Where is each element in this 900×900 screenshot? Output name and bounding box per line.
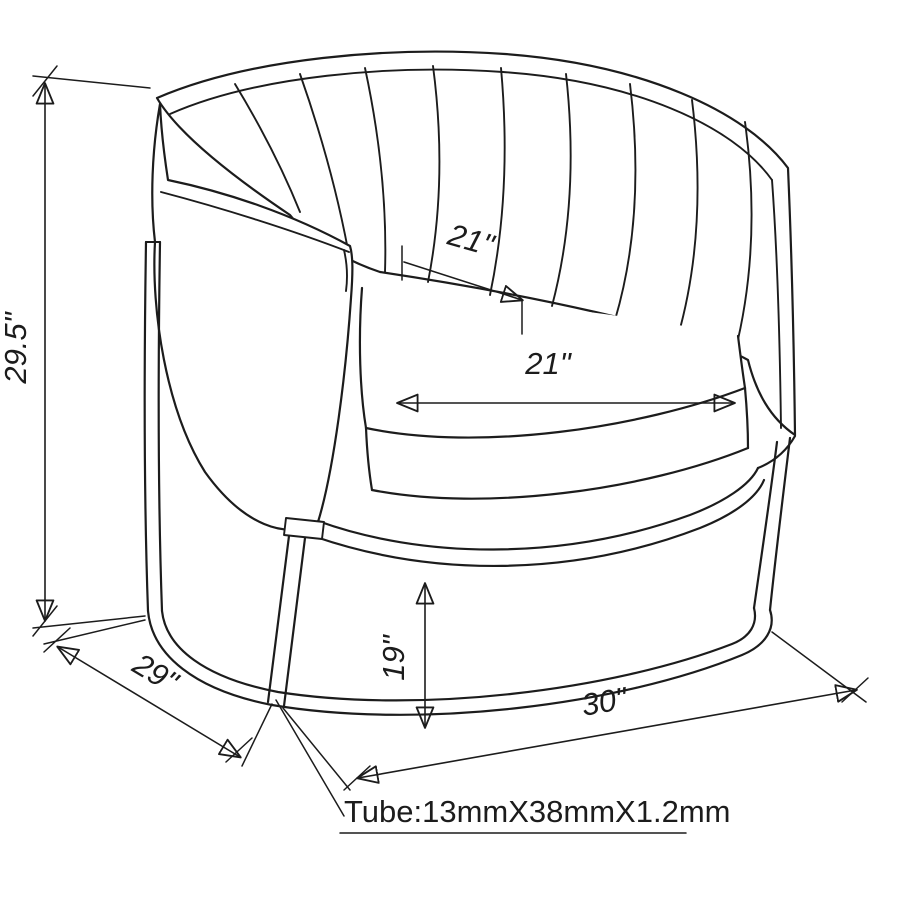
- seat-width-label: 21": [524, 346, 572, 381]
- cushion-left-edge: [358, 286, 368, 430]
- extension-line: [32, 615, 146, 629]
- dimension-line: [403, 261, 524, 303]
- dimension-line: [356, 684, 858, 784]
- tube-note: Tube:13mmX38mmX1.2mm: [275, 699, 730, 834]
- dim-overall-width: 30": [282, 631, 869, 791]
- overall-depth-label: 29": [126, 646, 186, 701]
- cushion-right-edge: [736, 334, 747, 390]
- left-frame-bar-outer: [143, 240, 150, 613]
- front-left-upright-outer: [266, 526, 292, 704]
- arm-front-piping-line: [343, 249, 348, 292]
- extension-line: [32, 75, 151, 89]
- dimension-line: [56, 645, 242, 759]
- front-left-upright-inner: [282, 528, 308, 708]
- body-support-rail: [314, 478, 766, 567]
- arm-side-panel: [151, 102, 354, 531]
- tube-note-label: Tube:13mmX38mmX1.2mm: [344, 794, 730, 829]
- under-seat-body: [314, 434, 797, 567]
- extension-line: [241, 703, 273, 767]
- channel-line: [427, 65, 441, 283]
- leader-line: [275, 699, 345, 817]
- slash-tick: [32, 605, 58, 637]
- overall-height-label: 29.5": [0, 310, 33, 384]
- back-top-trim-line: [169, 68, 773, 181]
- cushion-front-fill: [366, 388, 748, 499]
- body-right-corner-edge: [756, 434, 797, 470]
- extension-line: [43, 619, 146, 645]
- back-right-inner-line: [771, 179, 782, 429]
- cushion-front-bottom-edge: [370, 446, 750, 500]
- armrest-top-line: [160, 191, 350, 253]
- body-bottom-edge: [316, 466, 760, 551]
- channel-line: [551, 73, 572, 307]
- slash-tick: [32, 65, 58, 97]
- dim-overall-height: 29.5": [0, 65, 151, 637]
- extension-line: [282, 707, 351, 791]
- left-frame-bar-inner: [157, 240, 164, 613]
- slash-tick: [841, 677, 869, 703]
- channel-tufting: [234, 65, 753, 353]
- channel-line: [614, 83, 637, 321]
- channel-line: [299, 73, 349, 251]
- channel-line: [734, 121, 753, 353]
- arm-panel-outline: [151, 102, 354, 531]
- slash-tick: [343, 765, 371, 791]
- upright-bracket: [283, 517, 325, 540]
- right-support-inner: [752, 440, 779, 610]
- channel-line: [364, 67, 387, 273]
- cushion-right-corner: [743, 386, 750, 450]
- chair-illustration: [143, 50, 797, 716]
- dim-seat-height: 19": [376, 582, 435, 729]
- slash-tick: [43, 627, 71, 653]
- floor-ring-inner: [160, 606, 757, 702]
- cushion-left-corner: [364, 426, 374, 492]
- seat-height-label: 19": [376, 633, 411, 680]
- slash-tick: [225, 737, 253, 763]
- channel-line: [677, 99, 699, 337]
- right-support-outer: [768, 436, 792, 612]
- dim-seat-width: 21": [396, 346, 736, 413]
- channel-line: [234, 83, 301, 213]
- channel-line: [489, 67, 506, 296]
- overall-width-label: 30": [579, 680, 632, 723]
